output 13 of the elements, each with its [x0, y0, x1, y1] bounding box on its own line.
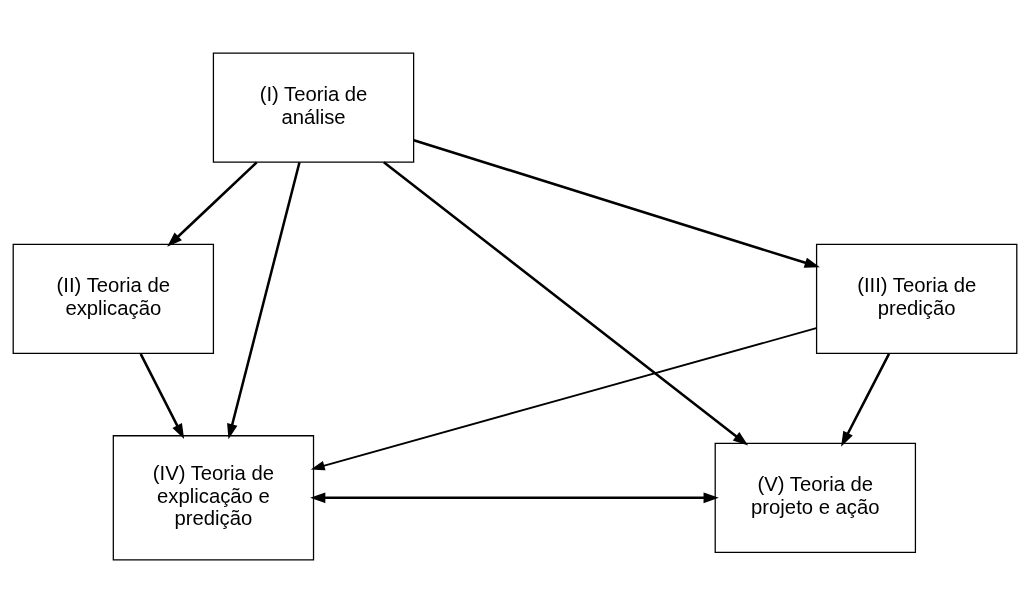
arrow: [227, 161, 301, 440]
arrow: [841, 353, 891, 447]
node-box: (I) Teoria de análise: [212, 52, 415, 163]
node-box: (V) Teoria de projeto e ação: [714, 442, 917, 553]
arrow: [383, 161, 749, 446]
arrow: [413, 139, 820, 268]
node-box: (III) Teoria de predição: [815, 243, 1018, 354]
node-box: (II) Teoria de explicação: [12, 243, 215, 354]
arrow: [139, 353, 185, 440]
node-box: (IV) Teoria de explicação e predição: [112, 435, 315, 561]
arrow: [310, 327, 818, 471]
arrow: [167, 161, 258, 247]
arrow: [310, 492, 719, 504]
